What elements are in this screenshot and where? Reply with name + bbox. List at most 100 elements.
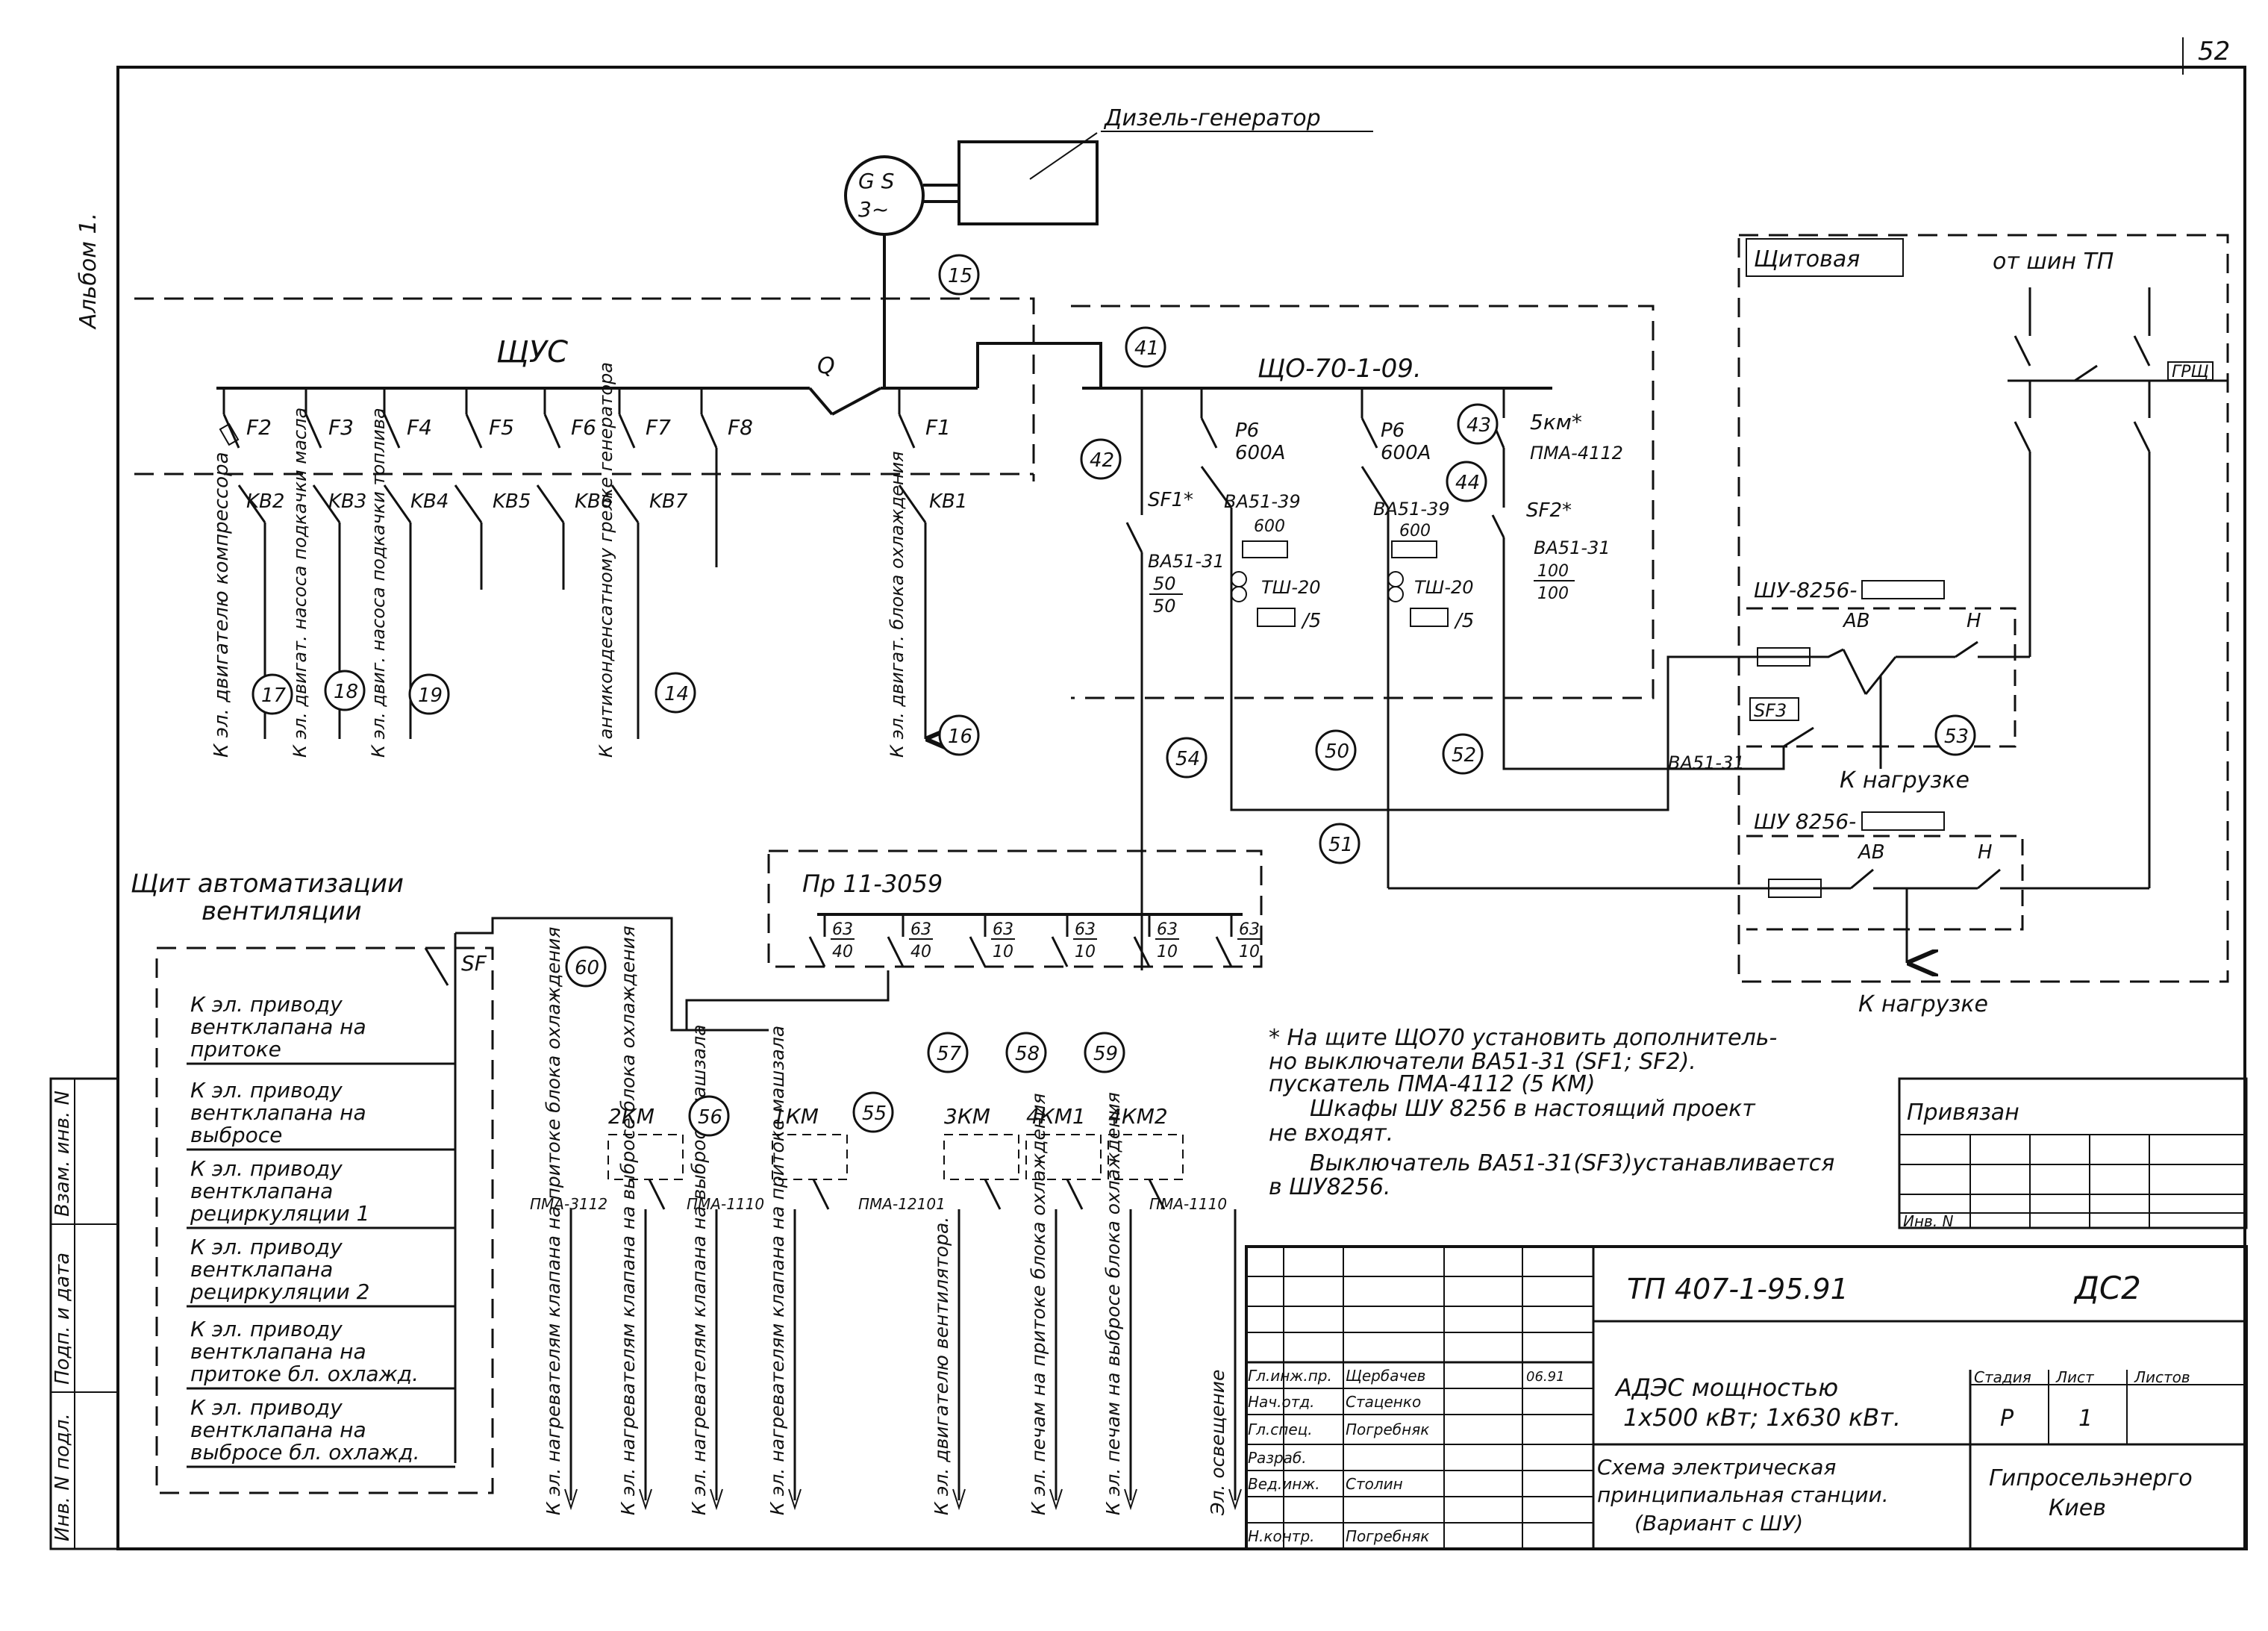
bottom-feeder-label: К эл. нагревателям клапана на притоке ма…	[766, 1026, 788, 1515]
cable-number-tag: 60	[565, 946, 607, 988]
svg-text:Гипросельэнерго: Гипросельэнерго	[1989, 1465, 2193, 1491]
role-name: Погребняк	[1346, 1527, 1429, 1545]
svg-text:Н: Н	[1966, 610, 1981, 632]
pr-fuse-top: 63	[993, 920, 1013, 939]
cable-number-tag: 18	[324, 670, 366, 711]
project-code: ТП 407-1-95.91	[1627, 1273, 1849, 1306]
feeder-f1: F1 KB1	[898, 388, 967, 739]
bottom-feeder: К эл. двигателю вентилятора.	[931, 1209, 966, 1515]
cable-number: 54	[1175, 748, 1200, 770]
starter-label: 1КМ	[772, 1104, 819, 1129]
svg-text:1х500 кВт; 1х630 кВт.: 1х500 кВт; 1х630 кВт.	[1623, 1403, 1901, 1432]
starter-type: ПМА-1110	[1149, 1195, 1227, 1213]
cable-number: 14	[664, 683, 689, 705]
note-line: не входят.	[1269, 1120, 1393, 1147]
cable-number-tag: 16	[938, 714, 980, 756]
svg-text:600: 600	[1399, 522, 1431, 540]
album-label: Альбом 1.	[75, 213, 101, 330]
bottom-feeder: Эл. освещение	[1207, 1209, 1242, 1516]
note-line: Шкафы ШУ 8256 в настоящий проект	[1310, 1096, 1756, 1122]
cable-number: 56	[698, 1106, 722, 1129]
svg-text:F7: F7	[646, 415, 671, 440]
cable-number-tag: 41	[1125, 326, 1166, 368]
note-line: но выключатели ВА51-31 (SF1; SF2).	[1269, 1049, 1696, 1075]
automation-row-text: вентклапана на	[190, 1100, 366, 1125]
cable-number: 60	[575, 957, 599, 979]
automation-row-text: притоке бл. охлажд.	[190, 1362, 419, 1386]
bottom-feeder-label: Эл. освещение	[1207, 1370, 1228, 1516]
page-number: 52	[2198, 37, 2230, 66]
feeder-f7: F7 KB7	[610, 388, 688, 739]
svg-text:F5: F5	[489, 415, 514, 440]
automation-row-text: рециркуляции 2	[190, 1279, 369, 1304]
role-name: Столин	[1346, 1475, 1403, 1493]
svg-text:SF1*: SF1*	[1148, 489, 1193, 511]
switch-q-label: Q	[817, 353, 835, 379]
feeder-f4: F4 KB4	[383, 388, 449, 739]
starter-label: 3КМ	[944, 1104, 990, 1129]
feeder-f6: F6 KB6	[536, 388, 613, 590]
automation-row-text: вентклапана на	[190, 1014, 366, 1039]
automation-row-text: выбросе бл. охлажд.	[190, 1440, 420, 1465]
bottom-feeder: К эл. печам на выбросе блока охлаждения	[1102, 1092, 1137, 1515]
automation-row-text: К эл. приводу	[190, 992, 343, 1017]
cable-number: 53	[1944, 726, 1969, 748]
cable-number-tag: 44	[1446, 461, 1487, 502]
svg-text:F3: F3	[328, 415, 354, 440]
svg-text:SF: SF	[461, 951, 487, 976]
bottom-feeder-label: К эл. печам на притоке блока охлаждения	[1028, 1093, 1049, 1515]
bottom-feeder: К эл. нагревателям клапана на притоке бл…	[543, 927, 578, 1515]
cable-number: 50	[1325, 740, 1349, 763]
svg-text:KB4: KB4	[410, 490, 449, 513]
svg-text:/5: /5	[1301, 610, 1321, 632]
svg-text:KB1: KB1	[929, 490, 967, 513]
svg-text:АВ: АВ	[1842, 610, 1870, 632]
cable-number-tag: 42	[1080, 438, 1122, 480]
interconnects	[1140, 655, 1785, 970]
svg-text:ПМА-4112: ПМА-4112	[1530, 443, 1623, 464]
svg-text:F1: F1	[925, 415, 951, 440]
svg-text:F4: F4	[407, 415, 432, 440]
feeder-f8: F8	[700, 388, 753, 567]
starter-label: 2КМ	[608, 1104, 655, 1129]
shu-lower-label: ШУ 8256-	[1754, 809, 1856, 834]
role-label: Разраб.	[1248, 1449, 1307, 1467]
role-name: Щербачев	[1346, 1367, 1425, 1385]
automation-row-text: К эл. приводу	[190, 1317, 343, 1341]
grsh-label: ГРЩ	[2172, 363, 2209, 381]
svg-text:F6: F6	[571, 415, 596, 440]
binding-label: Привязан	[1907, 1100, 2019, 1126]
svg-text:50: 50	[1153, 573, 1176, 594]
bottom-feeder-label: К эл. печам на выбросе блока охлаждения	[1102, 1092, 1124, 1515]
automation-row-text: притоке	[190, 1037, 281, 1061]
cable-number: 18	[334, 681, 358, 703]
cable-number: 57	[937, 1043, 962, 1065]
note-line: в ШУ8256.	[1269, 1174, 1390, 1200]
cable-number-tag: 19	[408, 673, 450, 715]
generator-title: Дизель-генератор	[1103, 105, 1321, 131]
starter-label: 4КМ2	[1108, 1104, 1168, 1129]
automation-row-text: К эл. приводу	[190, 1395, 343, 1420]
diesel-engine-box	[958, 140, 1099, 225]
svg-text:KB5: KB5	[493, 490, 531, 513]
starter-label: 4КМ1	[1026, 1104, 1086, 1129]
cable-number: 15	[948, 265, 972, 287]
starter-type: ПМА-12101	[858, 1195, 946, 1213]
role-label: Вед.инж.	[1248, 1475, 1320, 1493]
automation-row-text: вентклапана	[190, 1179, 333, 1203]
bottom-feeder: К эл. печам на притоке блока охлаждения	[1028, 1093, 1063, 1515]
diesel-generator: Дизель-генератор G S 3~	[844, 105, 1373, 388]
cable-number: 44	[1455, 472, 1480, 494]
title-block: ТП 407-1-95.91 ДС2 АДЭС мощностью 1х500 …	[1245, 1245, 2248, 1550]
starter: 3КМ	[943, 1104, 1019, 1210]
panel-shcho: ЩО-70-1-09. SF1* ВА51-31 50 50 Р6 600А В…	[1071, 305, 1655, 903]
automation-row-text: вентклапана	[190, 1257, 333, 1282]
svg-text:(Вариант с ШУ): (Вариант с ШУ)	[1634, 1511, 1803, 1535]
svg-text:KB7: KB7	[649, 490, 688, 513]
svg-text:принципиальная станции.: принципиальная станции.	[1597, 1482, 1889, 1507]
